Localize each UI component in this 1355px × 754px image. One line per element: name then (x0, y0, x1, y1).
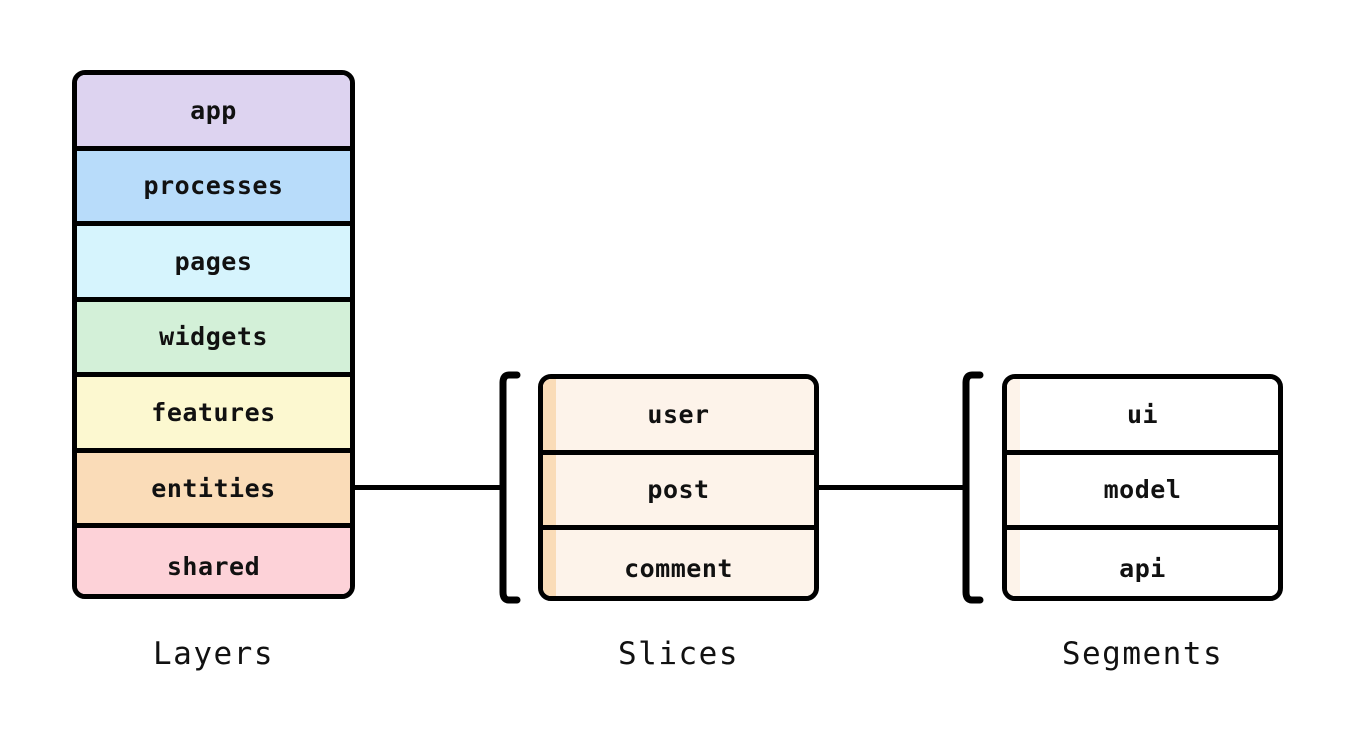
segment-accent-stripe (1007, 379, 1020, 450)
layer-label-processes: processes (143, 171, 284, 201)
segments-stack: ui model api (1002, 374, 1283, 601)
slice-row-post[interactable]: post (543, 454, 814, 531)
layer-label-shared: shared (166, 551, 261, 581)
segment-label-ui: ui (1126, 399, 1159, 429)
slice-accent-stripe (543, 379, 556, 450)
segment-accent-stripe (1007, 454, 1020, 526)
layer-row-widgets[interactable]: widgets (77, 301, 350, 378)
caption-slices: Slices (618, 636, 739, 672)
slice-label-comment: comment (624, 553, 733, 583)
layer-row-app[interactable]: app (77, 75, 350, 151)
layer-row-entities[interactable]: entities (77, 452, 350, 529)
segment-row-api[interactable]: api (1007, 530, 1278, 596)
connector-slices-to-segments (817, 485, 969, 490)
slice-accent-stripe (543, 454, 556, 526)
segment-row-ui[interactable]: ui (1007, 379, 1278, 455)
layer-label-pages: pages (174, 246, 253, 276)
slice-row-comment[interactable]: comment (543, 530, 814, 596)
layer-label-entities: entities (151, 473, 276, 503)
slices-stack: user post comment (538, 374, 819, 601)
segment-accent-stripe (1007, 530, 1020, 596)
slice-label-post: post (647, 475, 710, 505)
layers-stack: app processes pages widgets features ent… (72, 70, 355, 599)
layer-row-pages[interactable]: pages (77, 226, 350, 302)
layer-label-widgets: widgets (159, 322, 268, 352)
segments-bracket-icon (962, 371, 984, 604)
caption-layers: Layers (153, 636, 274, 672)
caption-segments: Segments (1061, 636, 1224, 672)
layer-label-features: features (151, 398, 276, 428)
layer-label-app: app (190, 95, 237, 125)
connector-layers-to-slices (353, 485, 505, 490)
segment-row-model[interactable]: model (1007, 454, 1278, 531)
slice-label-user: user (647, 399, 710, 429)
layer-row-shared[interactable]: shared (77, 528, 350, 594)
slices-bracket-icon (499, 371, 521, 604)
segment-label-api: api (1119, 553, 1166, 583)
layer-row-features[interactable]: features (77, 377, 350, 453)
layer-row-processes[interactable]: processes (77, 150, 350, 227)
segment-label-model: model (1103, 475, 1182, 505)
slice-row-user[interactable]: user (543, 379, 814, 455)
slice-accent-stripe (543, 530, 556, 596)
